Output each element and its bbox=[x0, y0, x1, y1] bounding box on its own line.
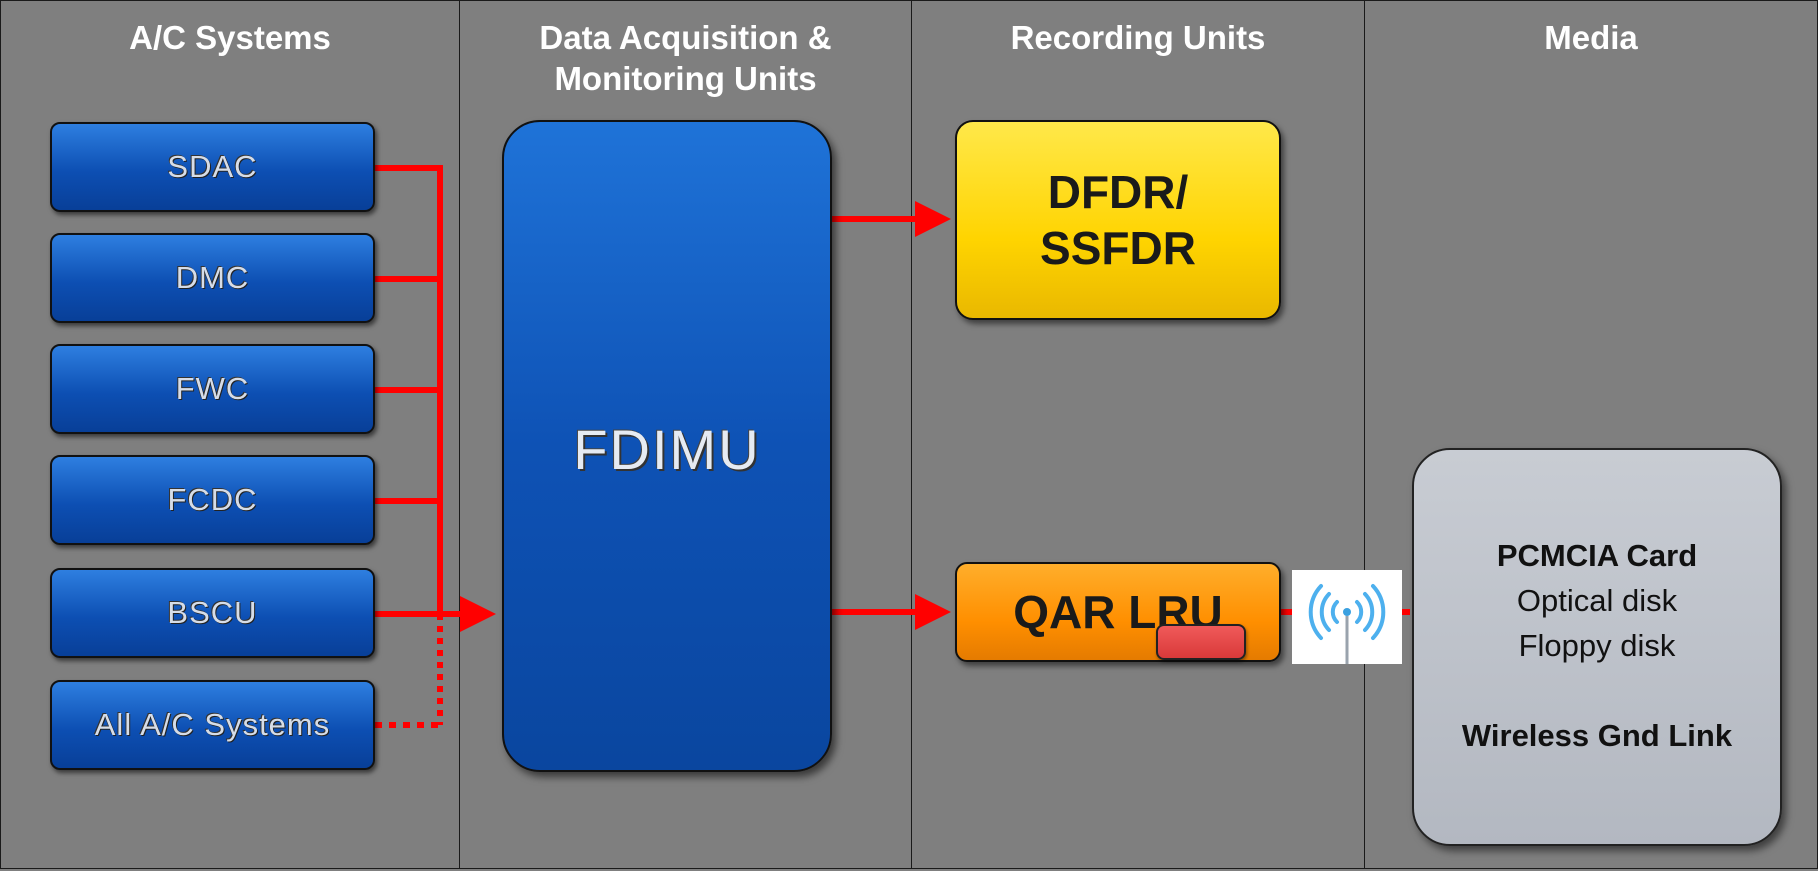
media-wireless: Wireless Gnd Link bbox=[1461, 718, 1733, 753]
system-sdac: SDAC bbox=[50, 122, 375, 212]
fdimu-unit: FDIMU bbox=[502, 120, 832, 772]
media-floppy: Floppy disk bbox=[1518, 628, 1676, 663]
dfdr-label-line2: SSFDR bbox=[1040, 222, 1196, 274]
system-bscu: BSCU bbox=[50, 568, 375, 658]
column-title-acquisition: Data Acquisition & Monitoring Units bbox=[539, 19, 832, 97]
media-pcmcia: PCMCIA Card bbox=[1496, 538, 1698, 573]
dfdr-label-line1: DFDR/ bbox=[1047, 166, 1189, 218]
dfdr-unit: DFDR/ SSFDR bbox=[955, 120, 1281, 320]
system-dmc: DMC bbox=[50, 233, 375, 323]
column-title-ac-systems: A/C Systems bbox=[129, 19, 331, 56]
qar-card-slot bbox=[1156, 624, 1246, 660]
system-fcdc: FCDC bbox=[50, 455, 375, 545]
column-title-recording: Recording Units bbox=[1010, 19, 1266, 56]
media-box: PCMCIA Card Optical disk Floppy disk Wir… bbox=[1412, 448, 1782, 846]
system-fwc: FWC bbox=[50, 344, 375, 434]
column-title-media: Media bbox=[1544, 19, 1638, 56]
fdimu-label: FDIMU bbox=[573, 418, 761, 481]
system-all-ac: All A/C Systems bbox=[50, 680, 375, 770]
wireless-antenna-icon bbox=[1292, 570, 1402, 664]
media-optical: Optical disk bbox=[1516, 583, 1678, 618]
